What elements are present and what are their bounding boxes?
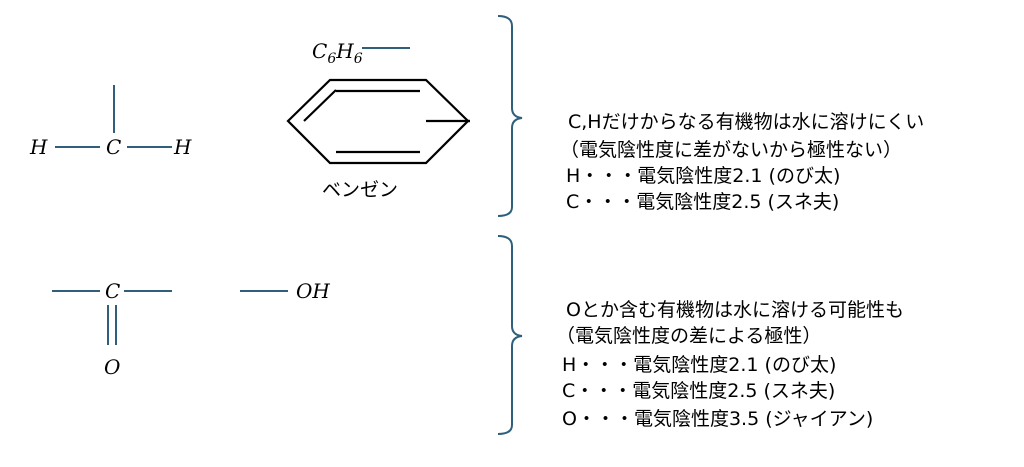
brace-top (497, 15, 523, 217)
atom-c: C (106, 135, 121, 159)
notes-top: C,Hだけからなる有機物は水に溶けにくい （電気陰性度に差がないから極性ない） … (560, 111, 924, 213)
carbonyl-structure: C O OH (52, 279, 330, 379)
note-bottom-line-2: （電気陰性度の差による極性） (556, 325, 821, 347)
note-bottom-line-3: H・・・電気陰性度2.1 (のび太) (562, 354, 836, 376)
formula-sub-6a: 6 (327, 51, 336, 67)
formula-h: H (335, 39, 354, 63)
formula-sub-6b: 6 (354, 51, 363, 67)
note-top-line-4: C・・・電気陰性度2.5 (スネ夫) (566, 191, 839, 213)
svg-text:C6H6: C6H6 (312, 39, 363, 67)
note-top-line-2: （電気陰性度に差がないから極性ない） (560, 139, 902, 161)
formula-c: C (312, 39, 327, 63)
note-bottom-line-1: Oとか含む有機物は水に溶ける可能性も (566, 299, 904, 321)
brace-bottom (497, 235, 523, 435)
benzene-caption: ベンゼン (322, 179, 398, 201)
note-bottom-line-5: O・・・電気陰性度3.5 (ジャイアン) (562, 408, 873, 430)
atom-c: C (105, 279, 120, 303)
double-bond-left (303, 89, 337, 122)
atom-o: O (104, 355, 120, 379)
note-bottom-line-4: C・・・電気陰性度2.5 (スネ夫) (562, 380, 835, 402)
atom-oh: OH (296, 279, 330, 303)
benzene-formula: C6H6 (312, 39, 410, 67)
methane-structure: H C H (29, 85, 192, 159)
notes-bottom: Oとか含む有機物は水に溶ける可能性も （電気陰性度の差による極性） H・・・電気… (556, 299, 904, 430)
note-top-line-1: C,Hだけからなる有機物は水に溶けにくい (568, 111, 924, 133)
benzene-ring: ベンゼン (286, 78, 470, 201)
atom-h-right: H (173, 135, 192, 159)
atom-h-left: H (29, 135, 48, 159)
note-top-line-3: H・・・電気陰性度2.1 (のび太) (566, 165, 840, 187)
